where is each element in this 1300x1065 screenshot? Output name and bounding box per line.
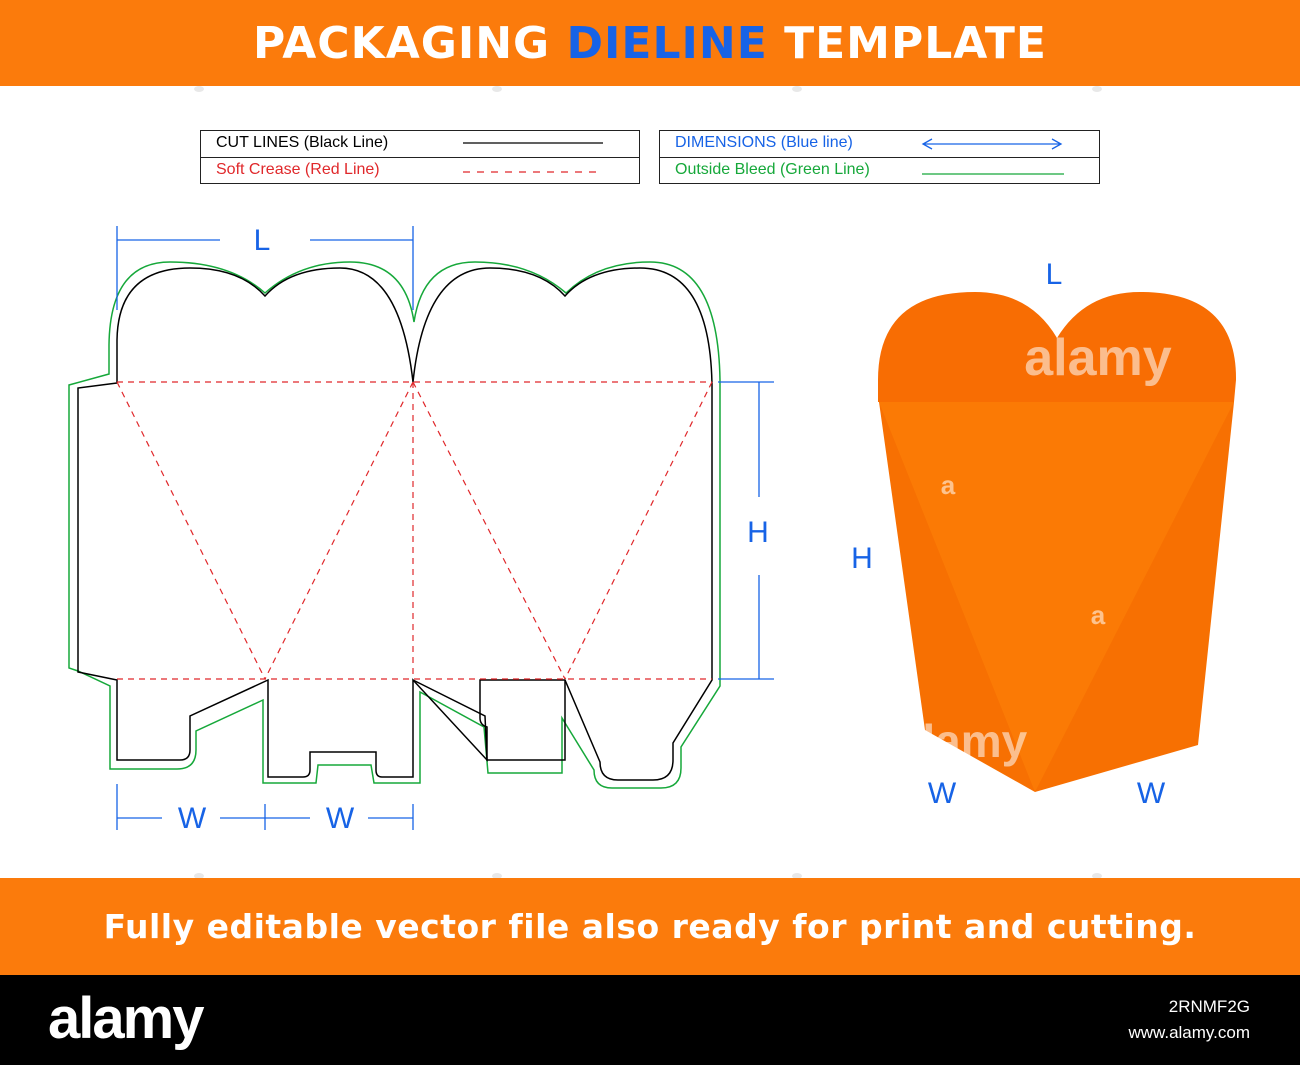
- title-part2: TEMPLATE: [784, 17, 1047, 69]
- legend-row-cut: CUT LINES (Black Line): [201, 131, 639, 158]
- bleed-outline: [68, 261, 721, 789]
- crease-lines: [116, 381, 713, 680]
- dimension-arrow-swatch: [921, 138, 1063, 150]
- legend-crease-label: Soft Crease (Red Line): [216, 161, 380, 178]
- footer-banner: Fully editable vector file also ready fo…: [0, 878, 1300, 975]
- cut-line-swatch: [463, 142, 603, 144]
- cut-detail-right-tab: [412, 679, 566, 761]
- alamy-logo: alamy: [48, 986, 204, 1051]
- crease-line-swatch: [463, 171, 603, 173]
- preview-width-left-label: W: [928, 777, 957, 810]
- footer-bar: alamy 2RNMF2G www.alamy.com: [0, 975, 1300, 1065]
- legend-row-dimensions: DIMENSIONS (Blue line): [660, 131, 1099, 158]
- title-part1: PACKAGING: [253, 17, 551, 69]
- page-title: PACKAGING DIELINE TEMPLATE: [253, 18, 1047, 69]
- footer-banner-text: Fully editable vector file also ready fo…: [103, 907, 1197, 946]
- header-banner: PACKAGING DIELINE TEMPLATE: [0, 0, 1300, 86]
- legend-row-crease: Soft Crease (Red Line): [201, 158, 639, 184]
- legend-cut-label: CUT LINES (Black Line): [216, 134, 389, 151]
- box-lid-heart: [878, 292, 1237, 402]
- diagram-canvas: L H W W alamy alamy a a L H W W: [68, 86, 1237, 878]
- preview-height-label: H: [851, 542, 873, 575]
- preview-watermark-letter-2: a: [1091, 600, 1106, 630]
- preview-length-label: L: [1046, 258, 1063, 291]
- box-front-triangle: [879, 402, 1234, 792]
- bleed-line-swatch: [922, 173, 1064, 175]
- preview-watermark-letter-1: a: [941, 470, 956, 500]
- dieline-width-label-2: W: [326, 802, 355, 835]
- image-id: 2RNMF2G: [1168, 997, 1250, 1016]
- legend-right: DIMENSIONS (Blue line) Outside Bleed (Gr…: [659, 130, 1100, 184]
- dieline-length-label: L: [254, 224, 271, 257]
- preview-watermark-top: alamy: [1024, 329, 1172, 387]
- legend-dimensions-label: DIMENSIONS (Blue line): [675, 134, 853, 151]
- watermark-marks: [194, 86, 1102, 878]
- preview-watermark-bottom: alamy: [897, 715, 1028, 767]
- website-link[interactable]: www.alamy.com: [1128, 1023, 1250, 1042]
- dieline-width-label-1: W: [178, 802, 207, 835]
- legend-bleed-label: Outside Bleed (Green Line): [675, 161, 870, 178]
- box-preview: alamy alamy a a: [878, 292, 1237, 792]
- legend-left: CUT LINES (Black Line) Soft Crease (Red …: [200, 130, 640, 184]
- cut-outline: [77, 267, 713, 781]
- dimension-lines: [116, 226, 774, 830]
- title-accent: DIELINE: [566, 17, 768, 69]
- legend-row-bleed: Outside Bleed (Green Line): [660, 158, 1099, 184]
- dieline-height-label: H: [747, 516, 769, 549]
- preview-width-right-label: W: [1137, 777, 1166, 810]
